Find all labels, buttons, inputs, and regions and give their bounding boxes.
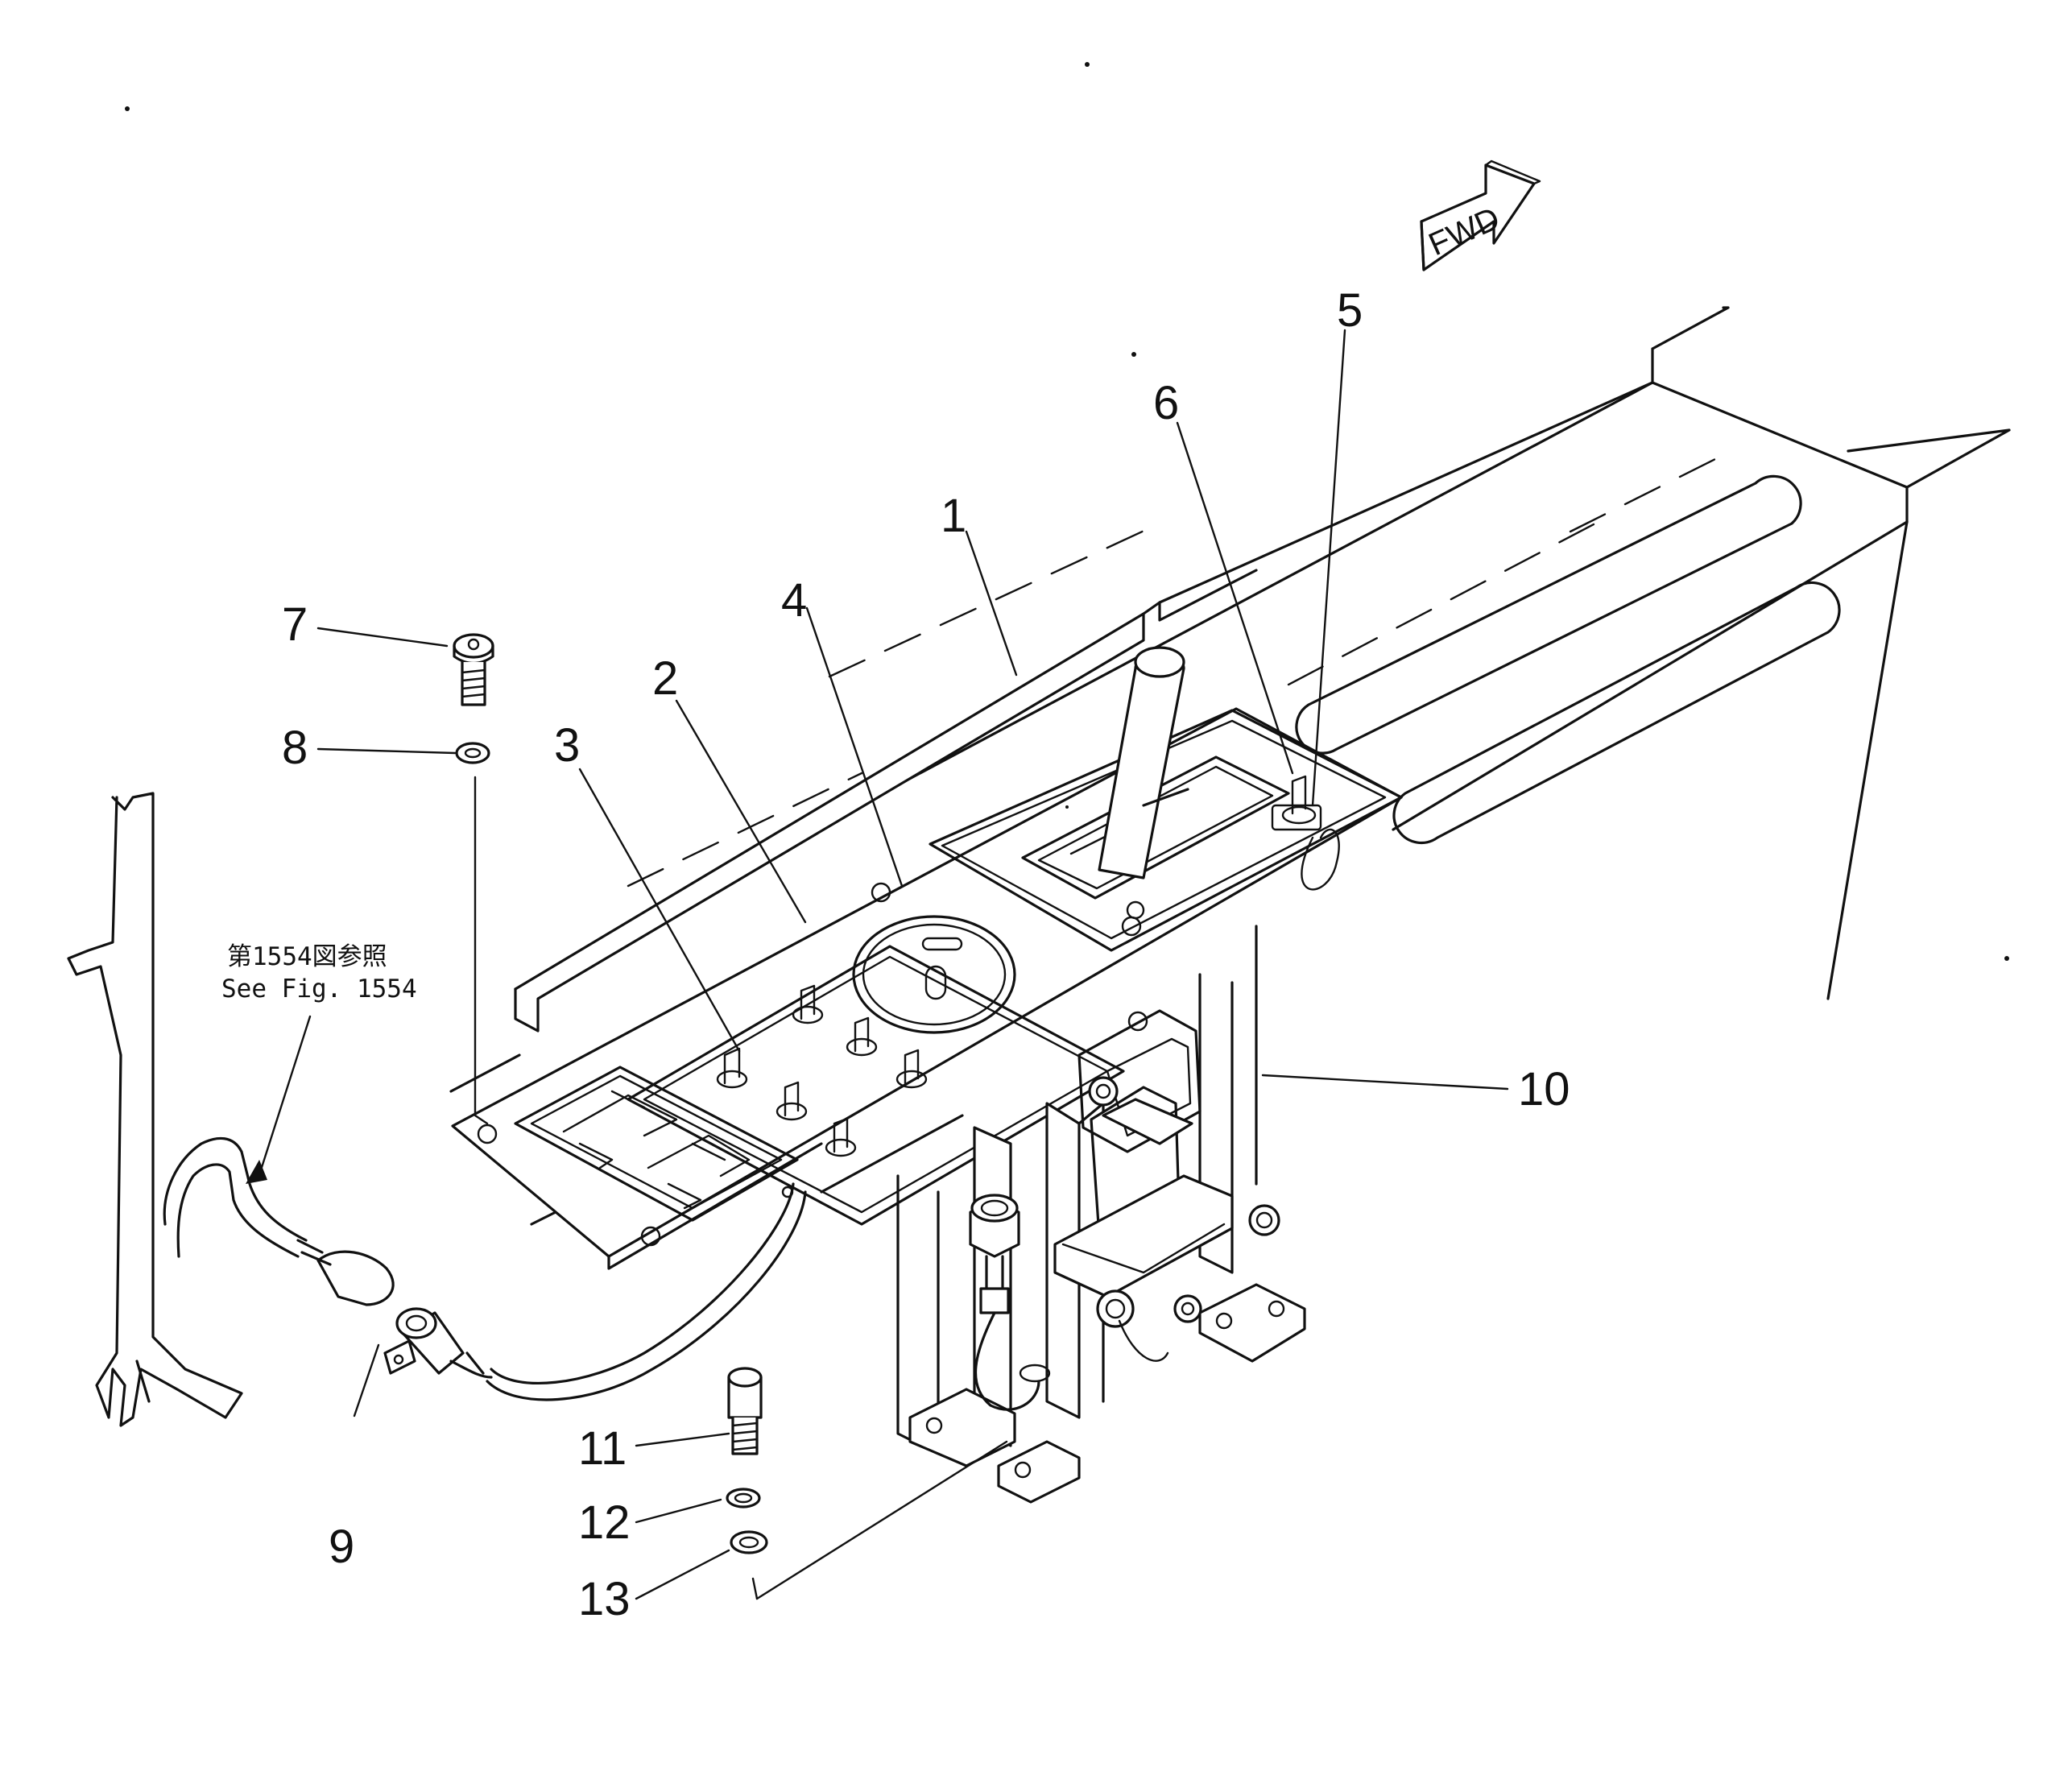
shift-pattern-panel xyxy=(514,1066,799,1222)
control-stand xyxy=(820,925,1306,1504)
callout-6: 6 xyxy=(1153,377,1179,429)
reference-arrowhead xyxy=(246,1160,267,1184)
console-plate xyxy=(449,569,1403,1270)
reference-note: 第1554図参照 See Fig. 1554 xyxy=(221,942,417,1004)
fwd-arrow: FWD xyxy=(1420,159,1541,271)
lever-panel xyxy=(929,646,1403,952)
hardware xyxy=(453,633,1008,1600)
callout-9: 9 xyxy=(329,1521,354,1573)
callout-1: 1 xyxy=(941,490,966,542)
callout-4: 4 xyxy=(781,574,807,627)
floor-slots xyxy=(1295,474,1841,845)
callouts: 1 2 3 4 5 6 7 8 9 10 11 12 13 xyxy=(282,284,1570,1625)
callout-8: 8 xyxy=(282,722,308,774)
callout-5: 5 xyxy=(1337,284,1363,337)
leader-lines xyxy=(256,329,1509,1600)
scan-specks xyxy=(125,62,2009,961)
callout-7: 7 xyxy=(282,598,308,651)
reference-english: See Fig. 1554 xyxy=(221,975,417,1004)
callout-13: 13 xyxy=(578,1573,631,1625)
callout-10: 10 xyxy=(1518,1063,1570,1115)
external-harness xyxy=(67,792,395,1427)
wiring-harness xyxy=(383,1182,807,1401)
callout-3: 3 xyxy=(554,719,580,772)
callout-11: 11 xyxy=(578,1422,627,1475)
reference-japanese: 第1554図参照 xyxy=(227,942,387,971)
callout-12: 12 xyxy=(578,1496,631,1549)
callout-2: 2 xyxy=(652,652,678,705)
